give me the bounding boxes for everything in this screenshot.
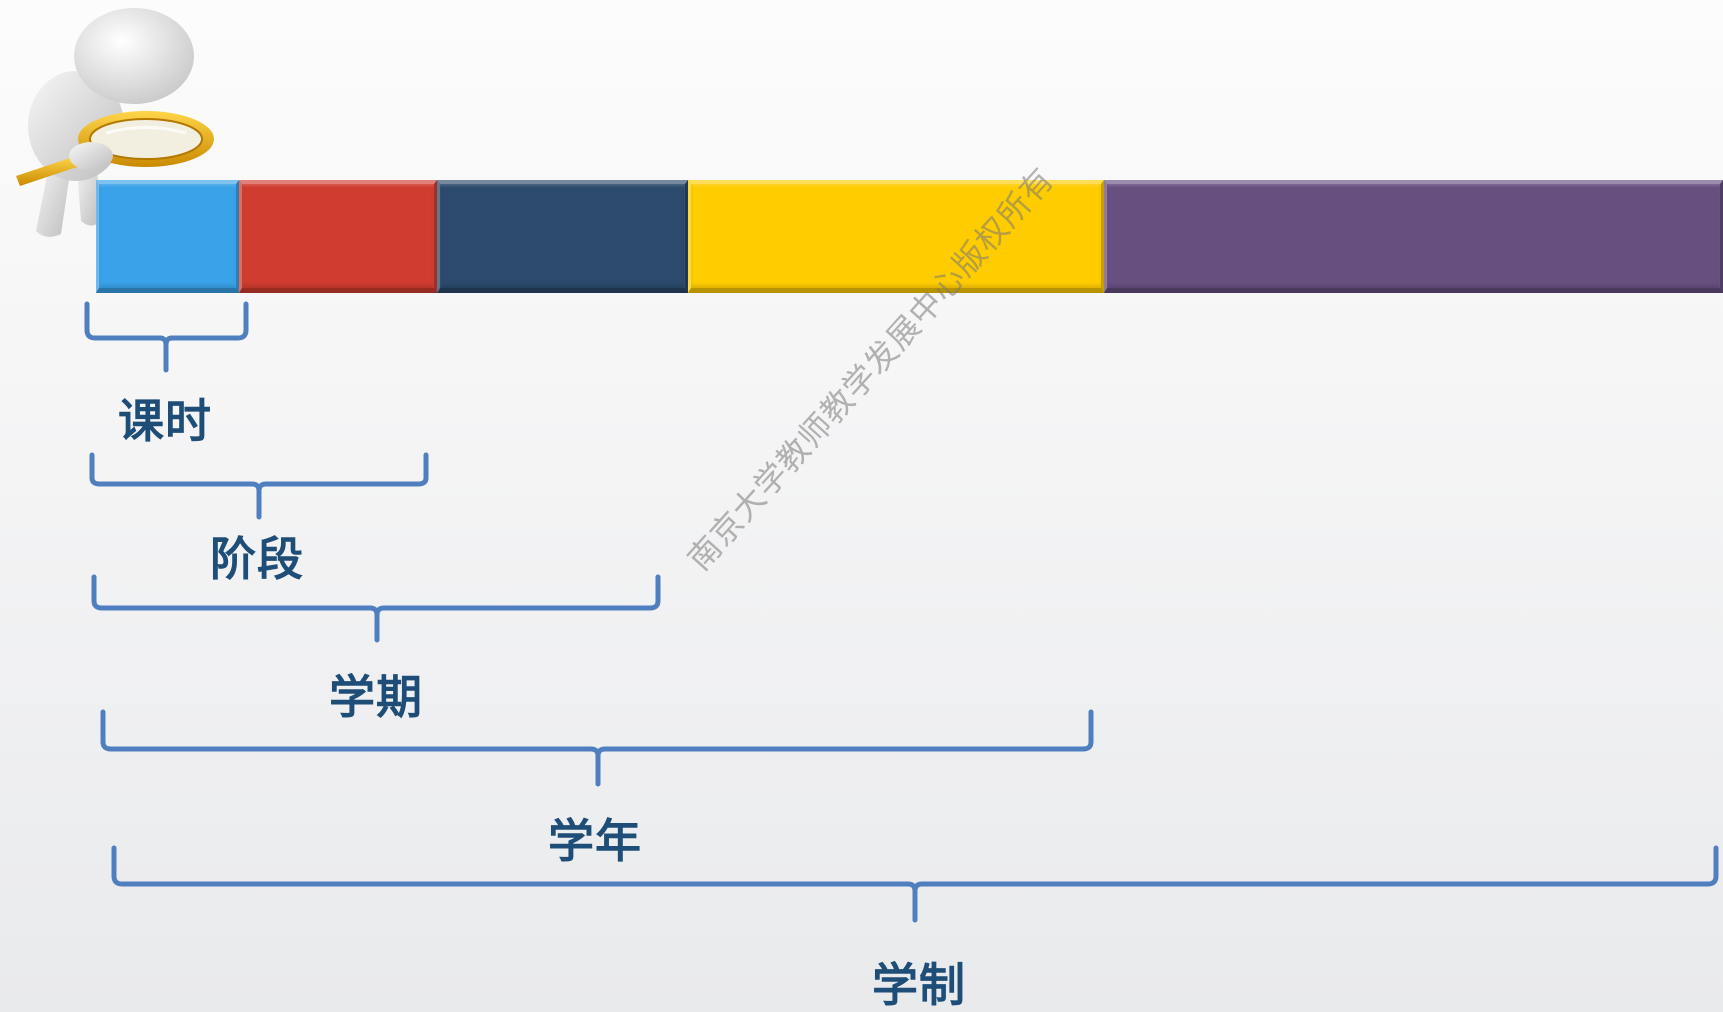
segment-purple	[1104, 180, 1723, 293]
segment-red	[239, 180, 437, 293]
bracket-school-system	[111, 845, 1719, 923]
label-school-system: 学制	[872, 958, 966, 1012]
label-school-year: 学年	[548, 814, 642, 868]
bracket-school-year	[100, 709, 1094, 787]
bracket-semester	[91, 574, 661, 643]
segment-blue	[96, 180, 239, 293]
segment-navy	[437, 180, 688, 293]
segment-yellow	[688, 180, 1104, 293]
label-semester: 学期	[329, 670, 423, 724]
bracket-stage	[89, 452, 429, 520]
label-lesson: 课时	[118, 394, 212, 448]
magnifier-figure-icon	[16, 8, 214, 237]
label-stage: 阶段	[210, 532, 304, 586]
bracket-lesson	[84, 301, 249, 373]
